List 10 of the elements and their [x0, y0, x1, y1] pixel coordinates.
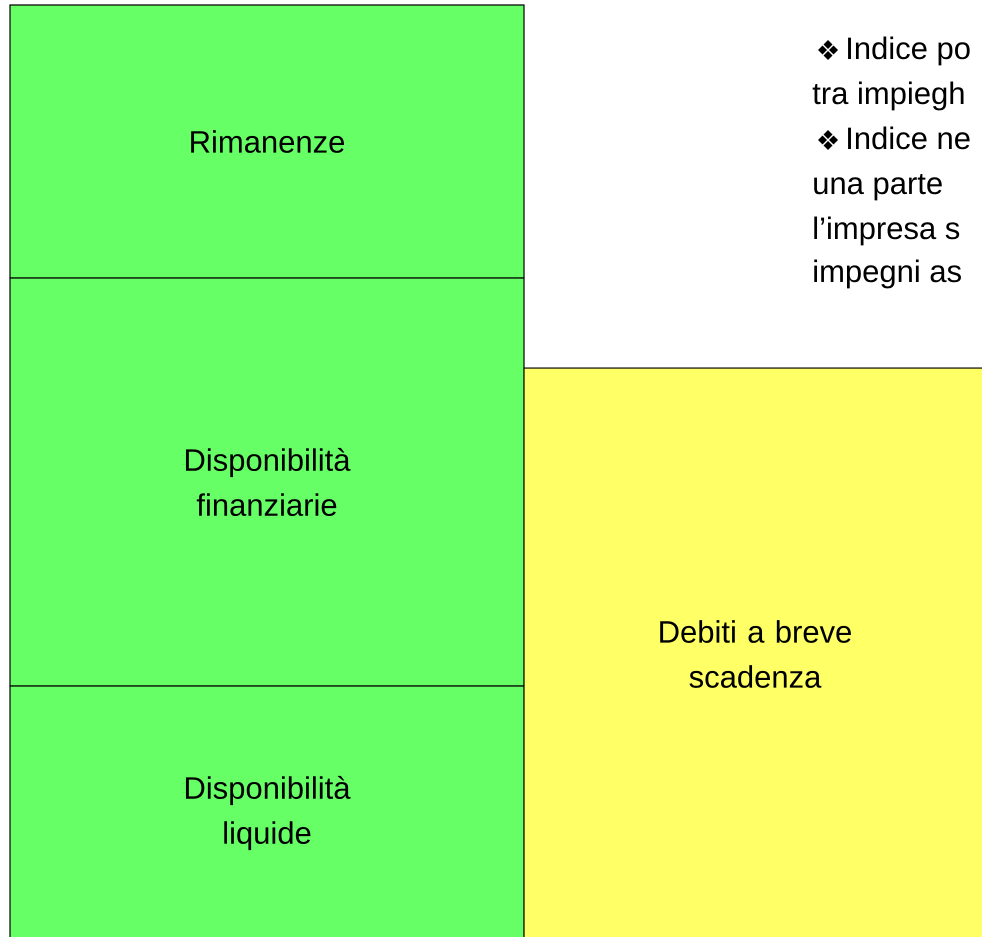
balance-box: Debiti a breve scadenza: [523, 367, 982, 937]
note-text: una parte: [814, 174, 942, 200]
note-text: tra impiegh: [812, 82, 964, 110]
note-text: Indice po: [848, 36, 970, 66]
note-text: impegni as: [814, 260, 961, 288]
balance-box: Disponibilità liquide: [9, 685, 525, 937]
note-text: Indice ne: [848, 126, 970, 150]
balance-box: Disponibilità finanziarie: [9, 277, 525, 687]
note-text: l’impresa s: [814, 216, 960, 246]
balance-box: Rimanenze: [9, 4, 525, 279]
